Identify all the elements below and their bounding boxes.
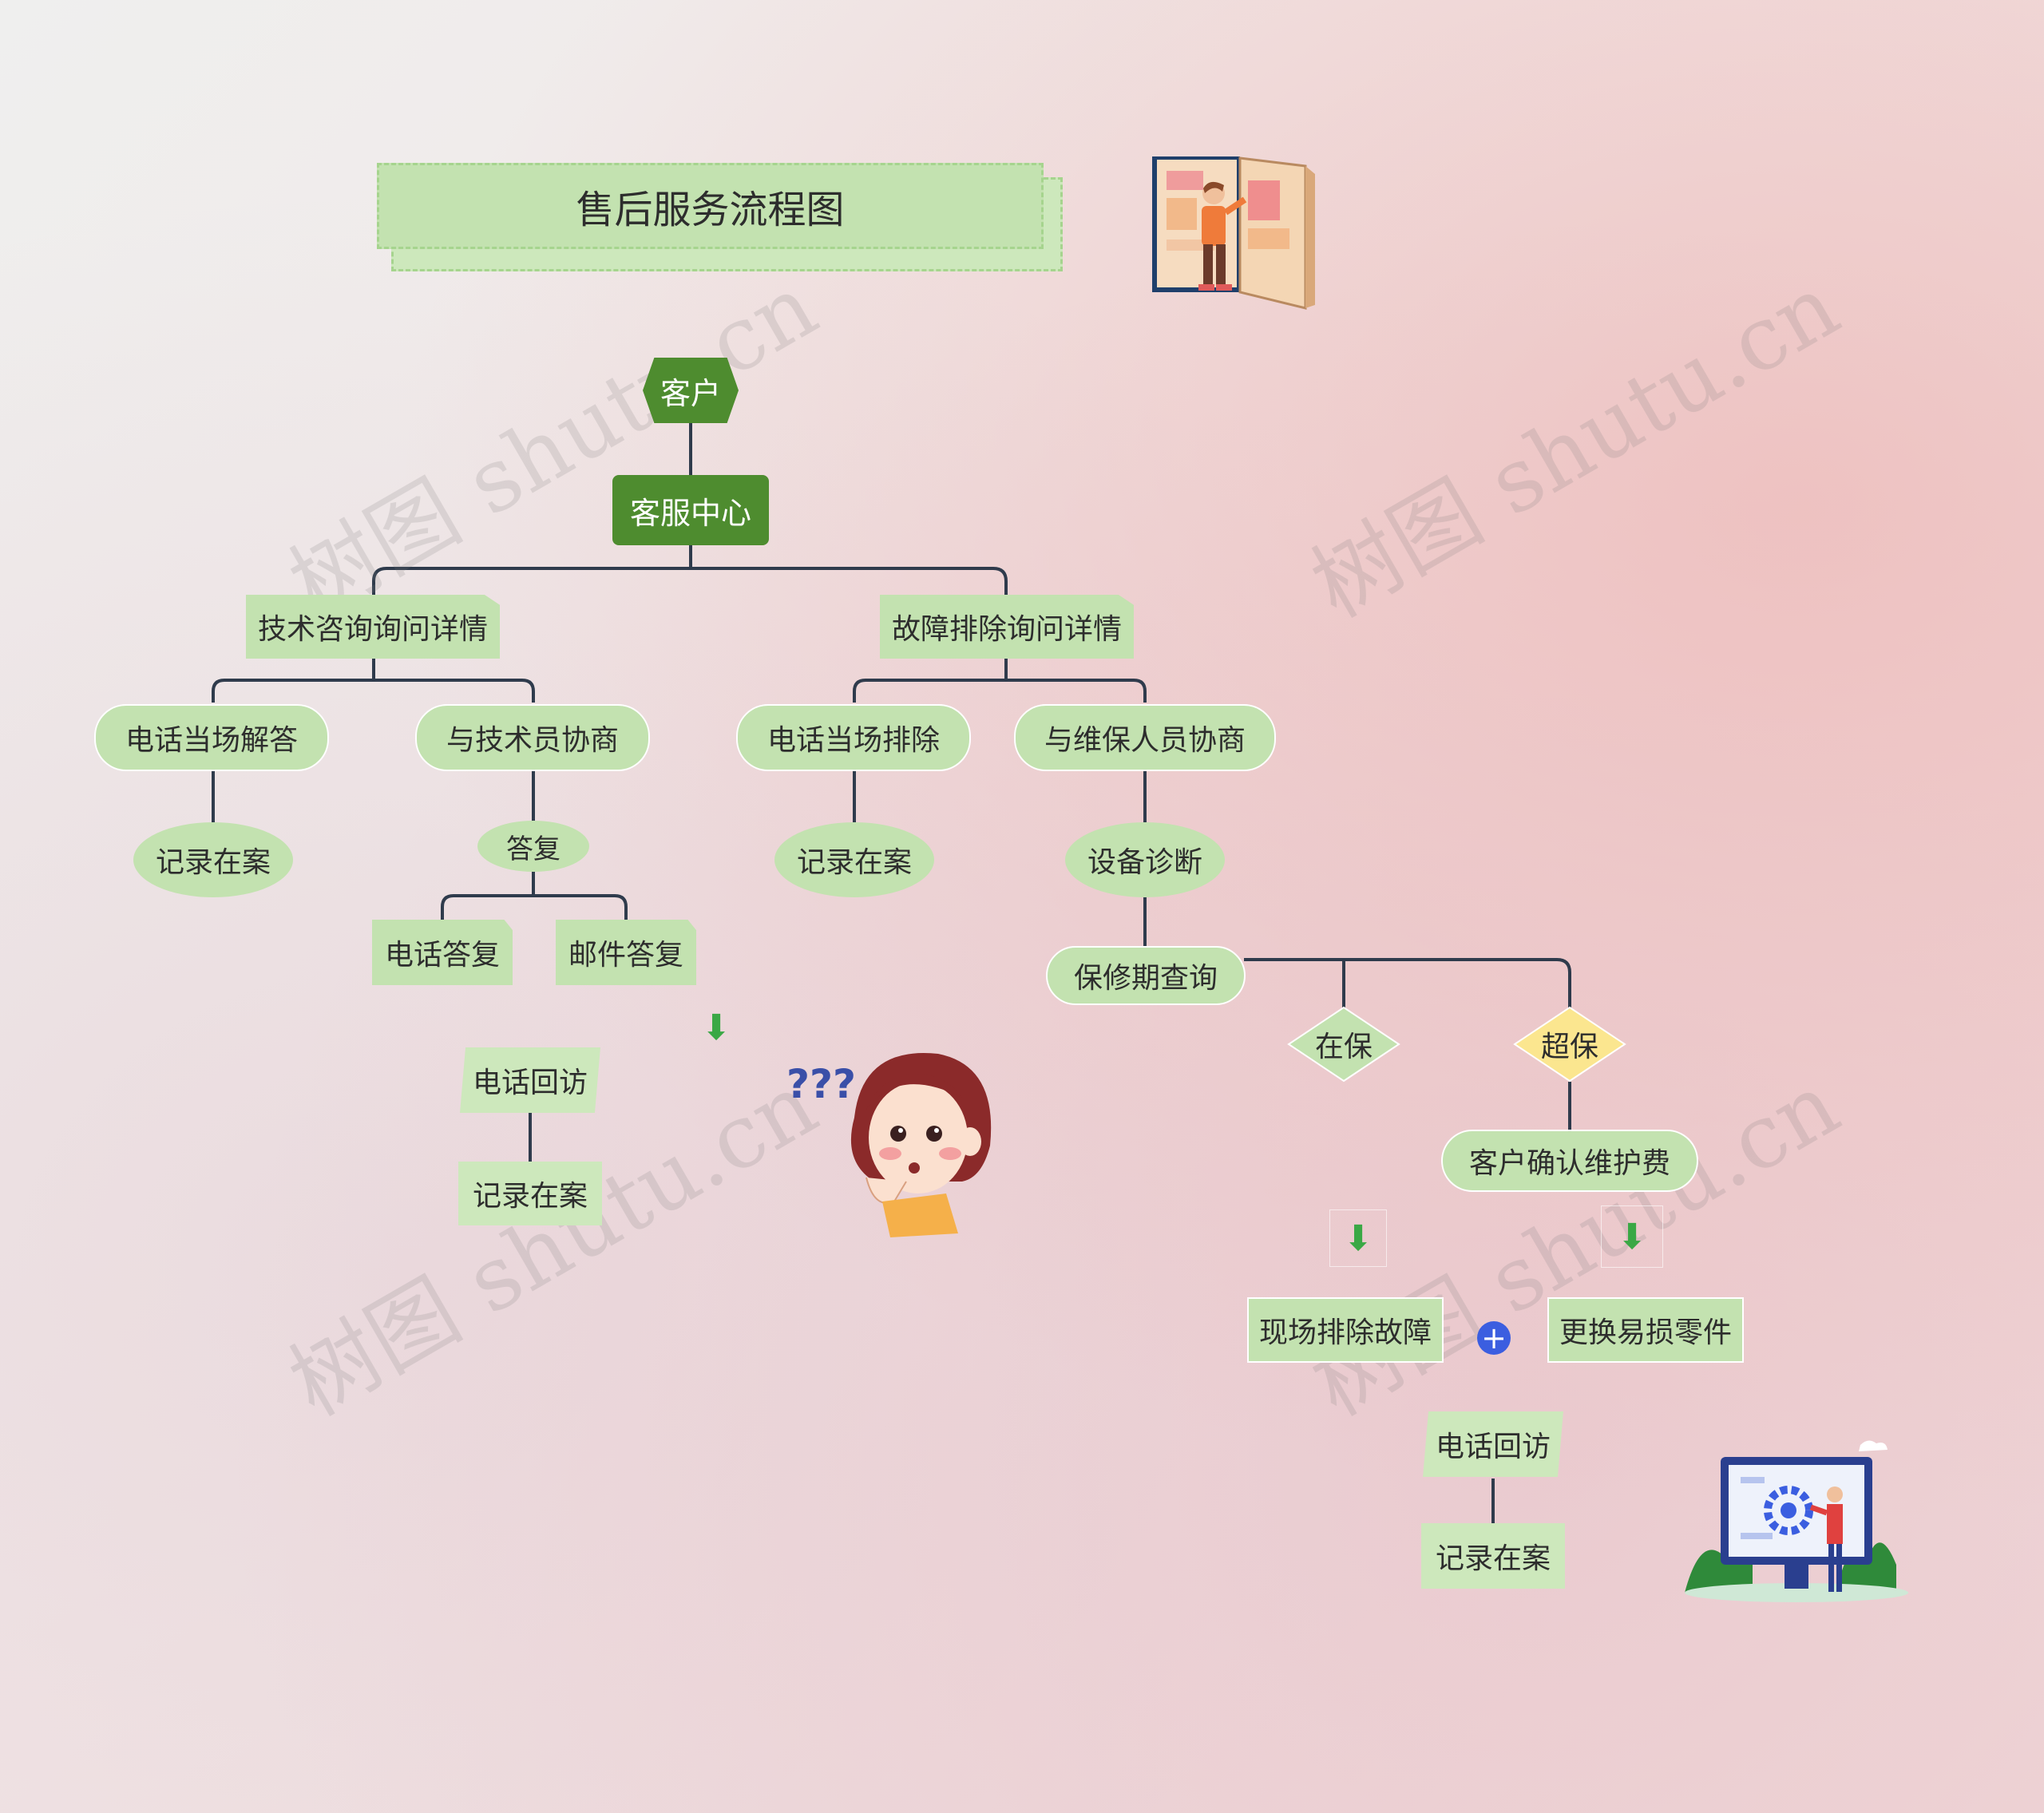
node-record-4-label: 记录在案 [1436, 1535, 1551, 1577]
node-onsite-fix-label: 现场排除故障 [1259, 1309, 1432, 1351]
node-reply[interactable]: 答复 [477, 821, 589, 872]
node-record-3[interactable]: 记录在案 [458, 1162, 602, 1225]
node-record-2[interactable]: 记录在案 [774, 822, 934, 897]
node-fault-troubleshoot-label: 故障排除询问详情 [892, 606, 1122, 647]
node-phone-reply[interactable]: 电话答复 [372, 920, 513, 985]
book-illustration [1146, 152, 1329, 311]
node-phone-followup-1-label: 电话回访 [473, 1059, 588, 1101]
node-repair-negotiate-label: 与维保人员协商 [1044, 717, 1246, 758]
node-reply-label: 答复 [506, 827, 561, 866]
node-record-2-label: 记录在案 [797, 839, 912, 881]
page-title: 售后服务流程图 [377, 163, 1044, 249]
down-arrow-icon: ⬇ [1601, 1205, 1663, 1268]
node-phone-fix-label: 电话当场排除 [767, 717, 940, 758]
svg-text:???: ??? [786, 1061, 856, 1107]
node-onsite-fix[interactable]: 现场排除故障 [1247, 1297, 1444, 1363]
node-phone-answer-label: 电话当场解答 [125, 717, 298, 758]
node-tech-negotiate-label: 与技术员协商 [446, 717, 619, 758]
node-customer[interactable]: 客户 [643, 358, 739, 423]
node-out-warranty[interactable]: 超保 [1513, 1006, 1626, 1083]
node-in-warranty-label: 在保 [1315, 1023, 1373, 1065]
node-replace-parts[interactable]: 更换易损零件 [1547, 1297, 1744, 1363]
down-arrow-icon: ⬇ [696, 1007, 736, 1047]
node-mail-reply[interactable]: 邮件答复 [556, 920, 696, 985]
node-record-1[interactable]: 记录在案 [133, 822, 293, 897]
confused-girl-illustration: ??? [786, 1042, 1002, 1241]
node-confirm-fee[interactable]: 客户确认维护费 [1441, 1130, 1698, 1192]
node-warranty-query-label: 保修期查询 [1074, 955, 1218, 996]
node-in-warranty[interactable]: 在保 [1287, 1006, 1400, 1083]
down-arrow-icon: ⬇ [1329, 1209, 1387, 1267]
page-title-text: 售后服务流程图 [576, 178, 844, 234]
node-fault-troubleshoot[interactable]: 故障排除询问详情 [880, 595, 1134, 659]
node-out-warranty-label: 超保 [1541, 1023, 1598, 1065]
node-phone-followup-2-label: 电话回访 [1436, 1423, 1551, 1465]
node-phone-answer[interactable]: 电话当场解答 [94, 704, 329, 771]
node-mail-reply-label: 邮件答复 [568, 932, 683, 973]
node-replace-parts-label: 更换易损零件 [1559, 1309, 1732, 1351]
node-tech-consult-label: 技术咨询询问详情 [258, 606, 488, 647]
node-record-3-label: 记录在案 [473, 1173, 588, 1214]
node-phone-followup-2[interactable]: 电话回访 [1423, 1411, 1563, 1477]
node-tech-negotiate[interactable]: 与技术员协商 [415, 704, 650, 771]
node-record-4[interactable]: 记录在案 [1421, 1523, 1565, 1589]
node-customer-label: 客户 [660, 369, 721, 413]
computer-gear-illustration [1677, 1437, 1908, 1621]
node-service-center[interactable]: 客服中心 [612, 475, 769, 545]
plus-icon: + [1477, 1321, 1511, 1355]
node-phone-reply-label: 电话答复 [385, 932, 500, 973]
node-service-center-label: 客服中心 [630, 489, 751, 532]
node-tech-consult[interactable]: 技术咨询询问详情 [246, 595, 500, 659]
node-phone-followup-1[interactable]: 电话回访 [460, 1047, 600, 1113]
node-warranty-query[interactable]: 保修期查询 [1046, 946, 1246, 1005]
node-confirm-fee-label: 客户确认维护费 [1469, 1140, 1670, 1182]
node-diagnosis-label: 设备诊断 [1087, 839, 1202, 881]
node-diagnosis[interactable]: 设备诊断 [1065, 822, 1225, 897]
node-repair-negotiate[interactable]: 与维保人员协商 [1014, 704, 1276, 771]
node-phone-fix[interactable]: 电话当场排除 [736, 704, 971, 771]
node-record-1-label: 记录在案 [156, 839, 271, 881]
